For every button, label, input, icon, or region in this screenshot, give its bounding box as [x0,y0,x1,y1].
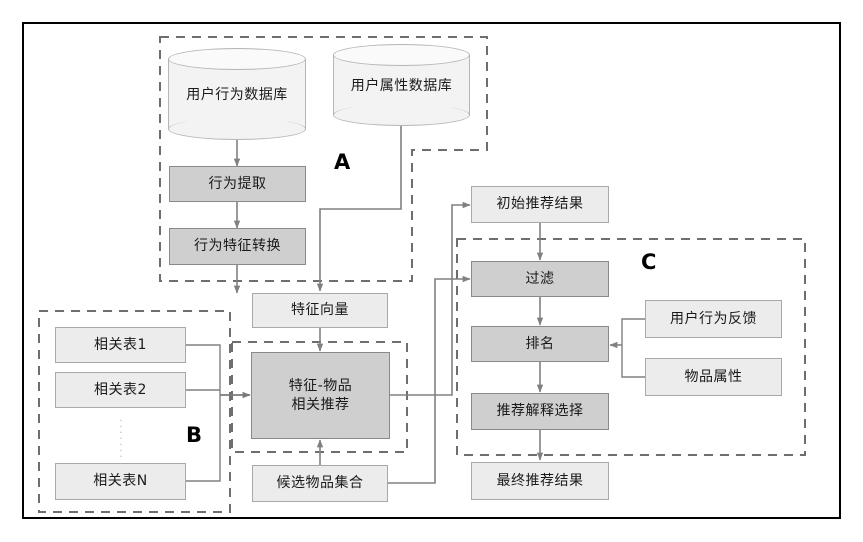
node-line-1: 特征-物品 [288,378,353,395]
node-item-attribute[interactable]: 物品属性 [645,358,782,396]
node-related-table-n[interactable]: 相关表N [55,463,186,500]
node-related-table-2[interactable]: 相关表2 [55,372,186,408]
node-candidate-item-set[interactable]: 候选物品集合 [252,465,388,502]
node-filter[interactable]: 过滤 [471,261,609,297]
group-label-c: C [641,250,657,274]
ellipsis-vertical: ······· [119,414,123,463]
node-related-table-1[interactable]: 相关表1 [55,327,186,363]
node-behavior-extraction[interactable]: 行为提取 [169,166,306,202]
node-line-2: 相关推荐 [291,396,350,413]
node-final-recommend-result[interactable]: 最终推荐结果 [471,462,609,500]
node-initial-recommend-result[interactable]: 初始推荐结果 [471,186,609,223]
node-feature-vector[interactable]: 特征向量 [252,293,388,328]
node-behavior-feature-transform[interactable]: 行为特征转换 [169,228,306,265]
group-label-b: B [186,423,203,447]
group-label-a: A [334,150,351,174]
node-feature-item-recommend[interactable]: 特征-物品 相关推荐 [251,352,390,439]
node-ranking[interactable]: 排名 [471,326,609,362]
cylinder-top [168,48,306,70]
datastore-label: 用户行为数据库 [186,87,288,103]
node-recommend-explanation-select[interactable]: 推荐解释选择 [471,393,609,430]
datastore-user-behavior-db: 用户行为数据库 [168,48,306,140]
datastore-label: 用户属性数据库 [350,78,453,94]
cylinder-bottom [333,104,470,126]
node-user-behavior-feedback[interactable]: 用户行为反馈 [645,300,782,338]
cylinder-top [333,44,470,66]
datastore-user-attribute-db: 用户属性数据库 [333,44,470,126]
cylinder-bottom [168,118,306,140]
